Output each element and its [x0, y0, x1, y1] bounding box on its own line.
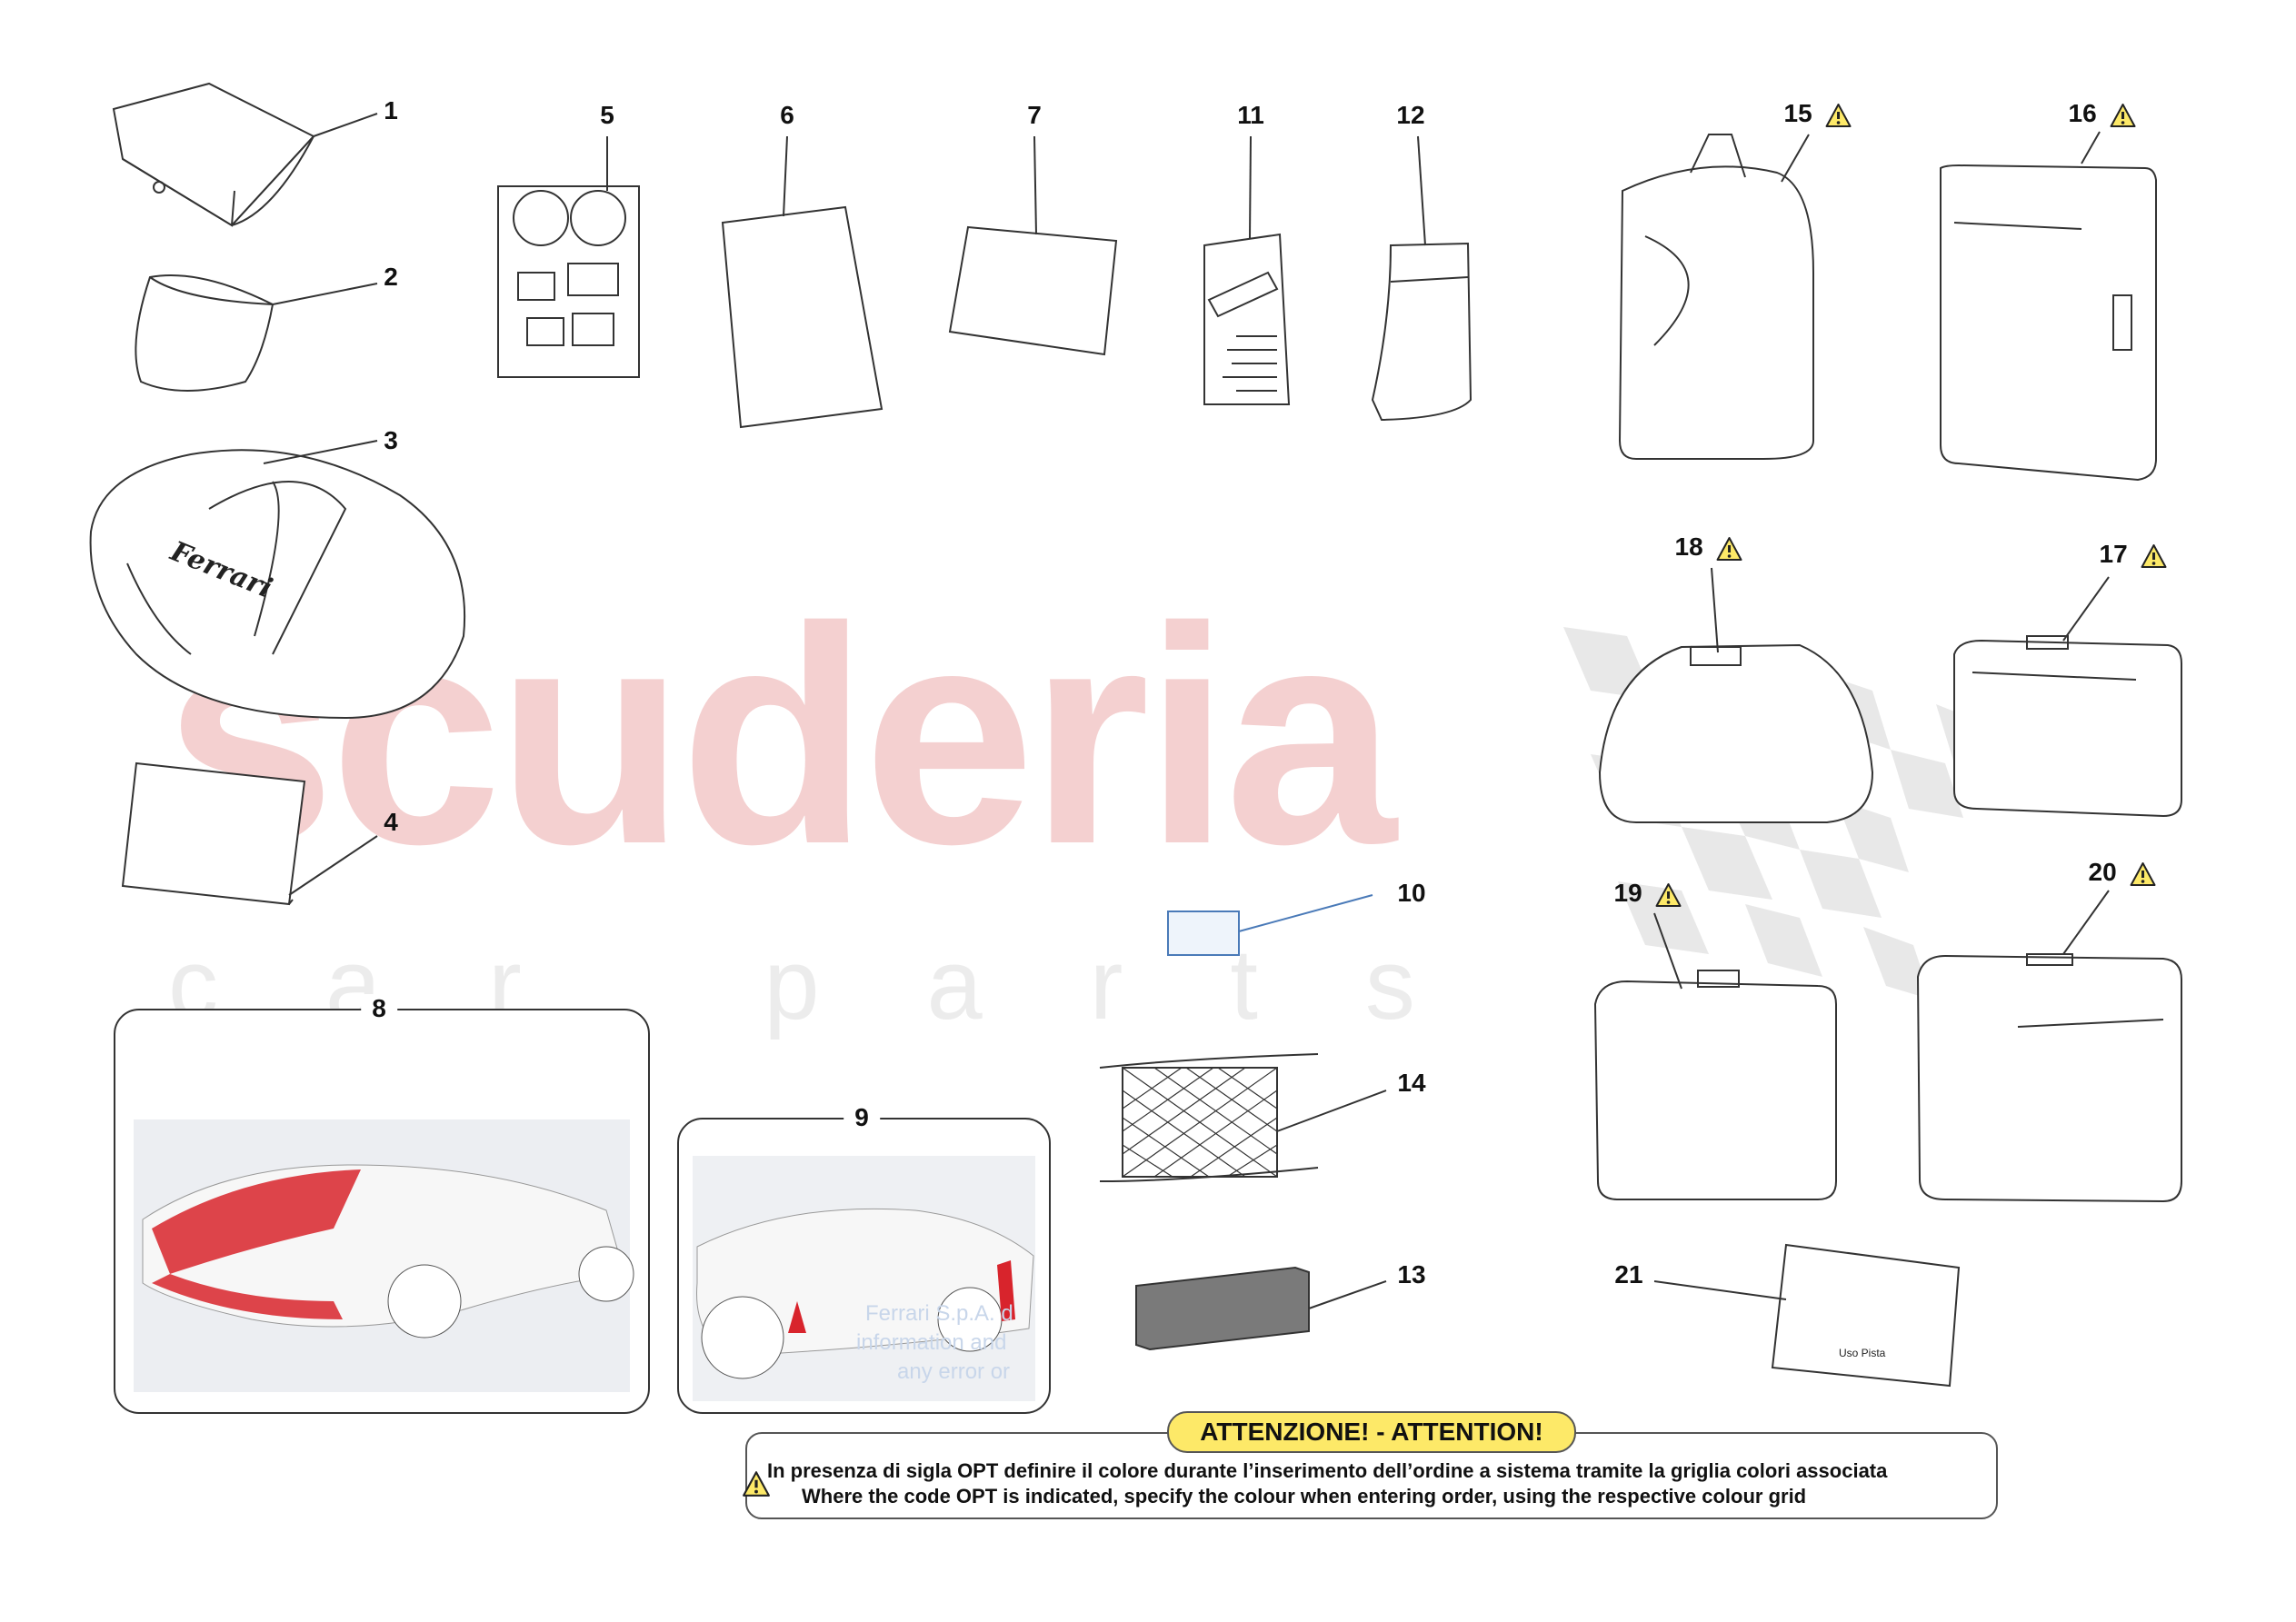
part-10-label	[1167, 911, 1240, 956]
callout-20: 20	[2088, 858, 2117, 886]
part-19-suitcase	[1593, 970, 1837, 1200]
warning-icon	[1655, 882, 1682, 907]
part-12-pouch	[1371, 242, 1472, 422]
callout-5: 5	[600, 101, 614, 129]
part-4-manual	[121, 761, 306, 906]
part-15-garment-bag	[1618, 134, 1814, 460]
part-1-car-cover	[112, 82, 315, 227]
warning-icon	[2110, 103, 2136, 127]
callout-17-group: 17	[2100, 540, 2168, 569]
part-16-trolley-case	[1940, 164, 2157, 482]
warning-icon	[2130, 861, 2156, 886]
callout-11: 11	[1237, 101, 1264, 129]
callout-12: 12	[1396, 101, 1425, 129]
part-2-cover-bag	[135, 274, 275, 392]
callout-21: 21	[1614, 1260, 1643, 1289]
part-7-manual	[948, 225, 1118, 356]
callout-3: 3	[384, 426, 398, 454]
part-13-case	[1135, 1266, 1310, 1351]
callout-15: 15	[1783, 99, 1812, 127]
callout-20-group: 20	[2089, 858, 2157, 887]
callout-7: 7	[1027, 101, 1042, 129]
callout-19: 19	[1613, 879, 1642, 907]
notice-text-italian: In presenza di sigla OPT definire il col…	[767, 1459, 1888, 1482]
callout-1: 1	[384, 96, 398, 124]
callout-16-group: 16	[2069, 99, 2137, 128]
callout-16: 16	[2068, 99, 2097, 127]
part-18-weekend-bag	[1598, 643, 1874, 823]
callout-14: 14	[1397, 1069, 1426, 1097]
notice-title: ATTENZIONE! - ATTENTION!	[1167, 1411, 1576, 1453]
callout-18: 18	[1674, 532, 1703, 561]
part-5-sticker-sheet	[497, 185, 640, 378]
notice-text-english: Where the code OPT is indicated, specify…	[802, 1485, 1807, 1508]
warning-icon	[1716, 536, 1742, 561]
car-livery-front-image	[134, 1119, 634, 1392]
part-6-document	[721, 205, 883, 429]
ghost-text-3: any error or	[897, 1359, 1011, 1384]
ghost-text-1: Ferrari S.p.A. d	[865, 1301, 1013, 1326]
callout-19-group: 19	[1614, 879, 1682, 908]
option-frame-9: Ferrari S.p.A. d information and any err…	[677, 1118, 1051, 1414]
part-21-track-manual	[1771, 1243, 1961, 1388]
option-frame-8	[114, 1009, 650, 1414]
ghost-text-2: information and	[856, 1330, 1007, 1355]
callout-15-group: 15	[1784, 99, 1852, 128]
part-17-briefcase	[1953, 635, 2182, 818]
callout-9: 9	[844, 1103, 880, 1132]
warning-icon	[2141, 543, 2167, 568]
callout-17: 17	[2099, 540, 2128, 568]
warning-icon	[1825, 103, 1852, 127]
callout-4: 4	[384, 808, 398, 836]
part-3-ferrari-duffel	[89, 449, 466, 720]
part-11-brochure	[1203, 233, 1291, 405]
callout-2: 2	[384, 263, 398, 291]
car-livery-side-image	[693, 1156, 1035, 1401]
warning-icon	[743, 1471, 770, 1497]
callout-18-group: 18	[1675, 532, 1743, 562]
track-manual-label: Uso Pista	[1839, 1347, 1886, 1359]
callout-13: 13	[1397, 1260, 1426, 1289]
part-14-cargo-net	[1099, 1053, 1319, 1182]
callout-10: 10	[1397, 879, 1426, 907]
callout-8: 8	[361, 994, 397, 1023]
callout-6: 6	[780, 101, 794, 129]
part-20-large-suitcase	[1916, 953, 2182, 1203]
